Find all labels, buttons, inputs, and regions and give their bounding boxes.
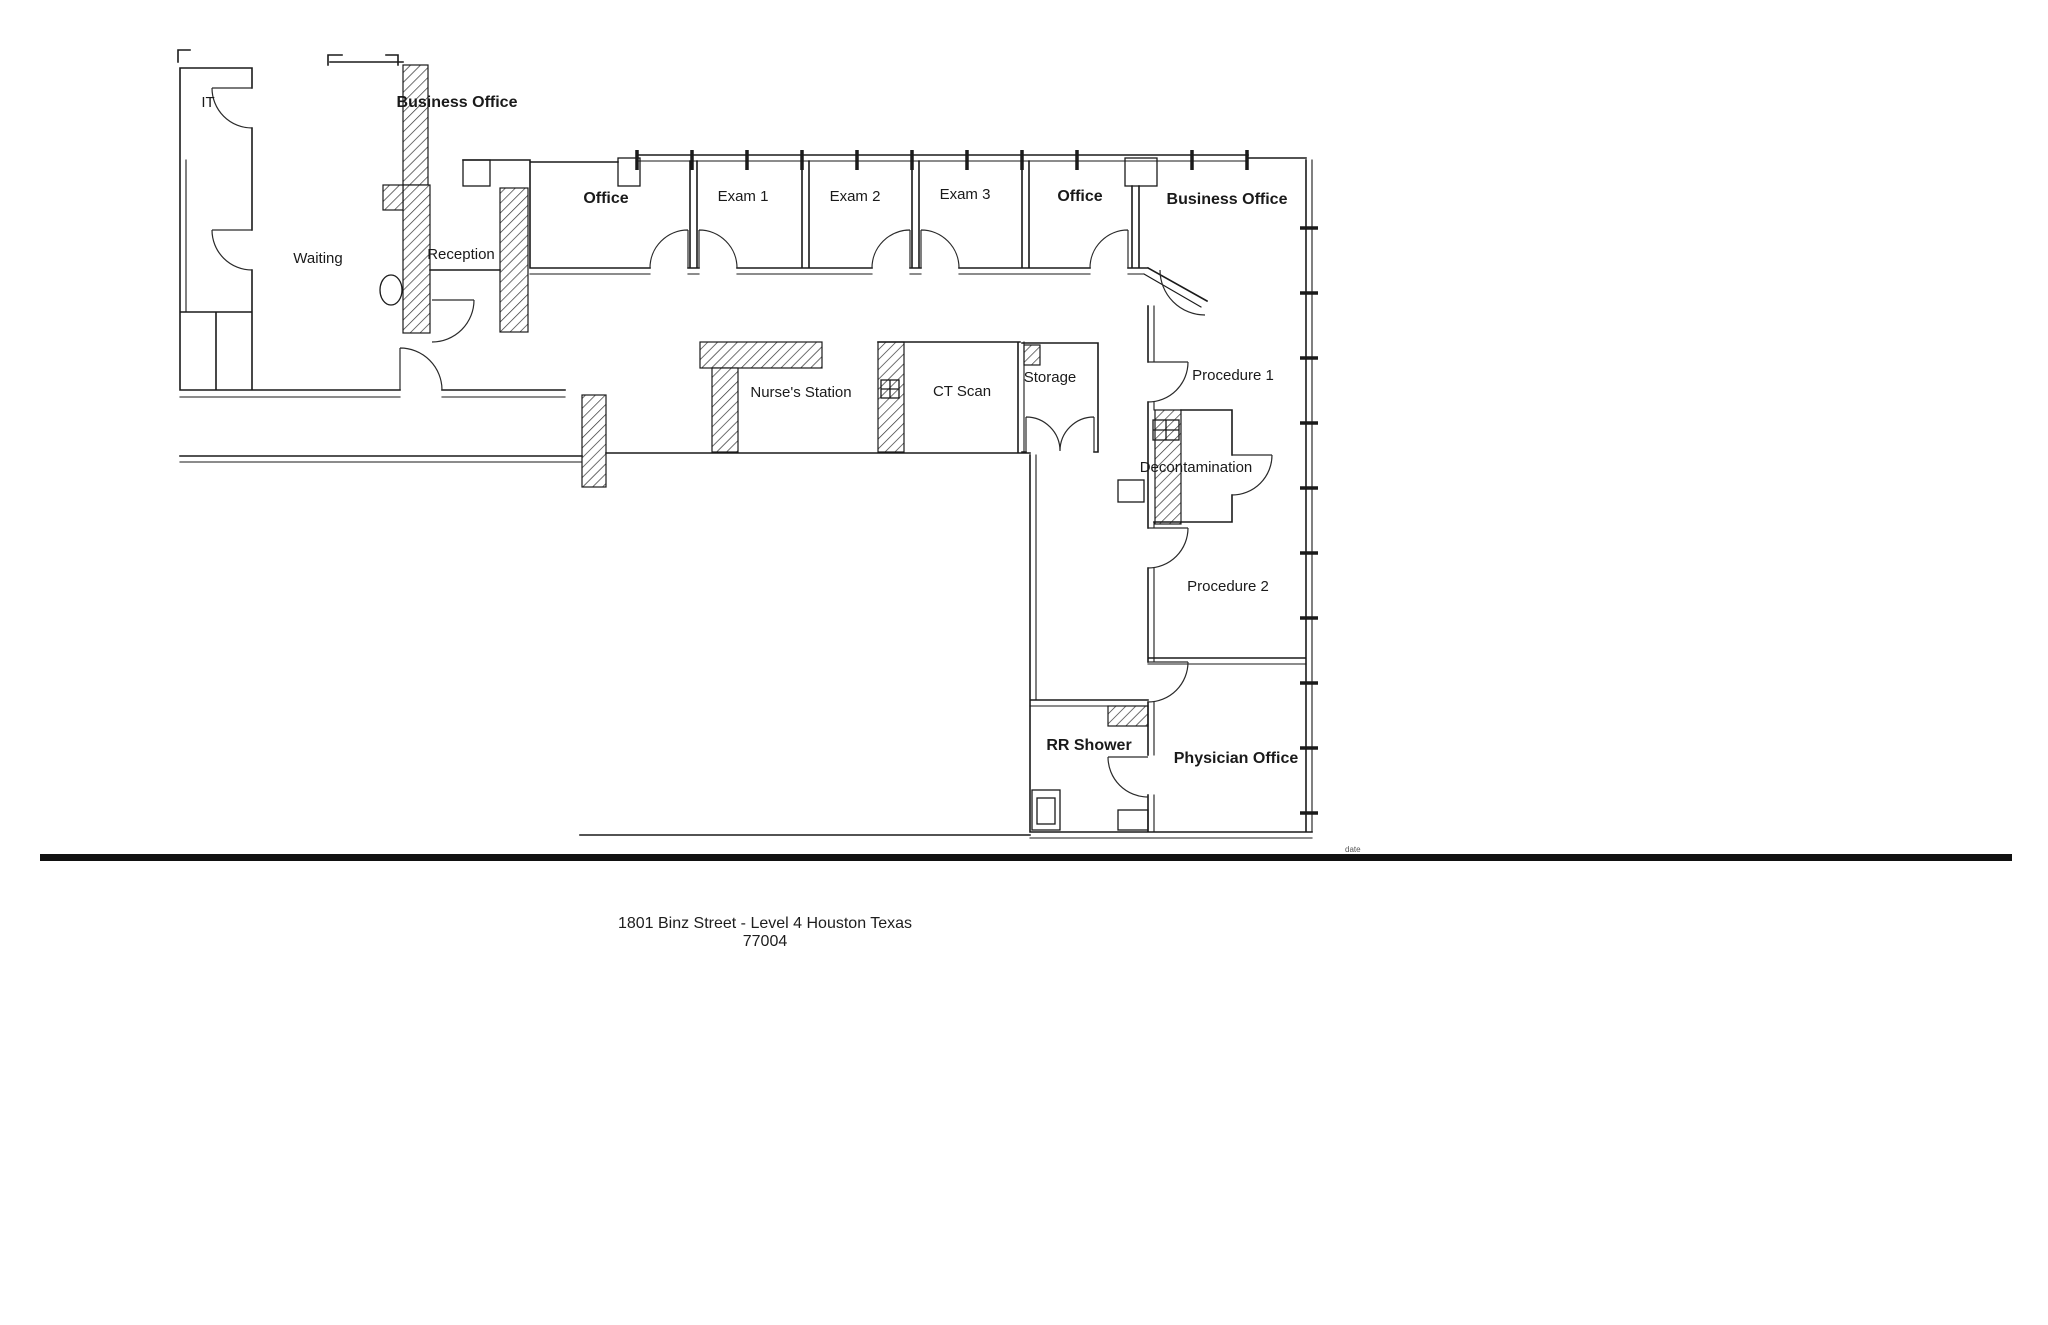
room-labels: IT Business Office Waiting Reception Off…	[201, 94, 1298, 767]
hatched-wall-rr-shower	[1107, 705, 1149, 727]
hatched-shaft-decontamination	[1154, 409, 1182, 525]
room-label-business-office-right: Business Office	[1167, 191, 1288, 208]
room-label-nurses-station: Nurse's Station	[750, 384, 851, 401]
room-label-reception: Reception	[427, 246, 495, 263]
window-mullion-office-left	[617, 157, 641, 187]
room-label-office-left: Office	[583, 190, 628, 207]
hatched-wall-reception-right	[499, 187, 529, 333]
room-label-physician-office: Physician Office	[1174, 750, 1299, 767]
fixtures	[379, 157, 1180, 831]
room-label-ct-scan: CT Scan	[933, 383, 991, 400]
footer-address: 1801 Binz Street - Level 4 Houston Texas…	[618, 915, 912, 950]
hatched-corridor-column	[581, 394, 607, 488]
toilet-tank	[1031, 789, 1061, 831]
address-line-1: 1801 Binz Street - Level 4 Houston Texas	[618, 915, 912, 932]
hatched-areas	[382, 64, 1182, 727]
address-line-2: 77004	[743, 933, 788, 950]
titleblock-rule	[40, 854, 2012, 861]
hatched-wall-reception-desk	[402, 184, 431, 334]
hatched-nurse-counter-side	[711, 367, 739, 453]
room-label-rr-shower: RR Shower	[1046, 737, 1131, 754]
sink-counter	[1117, 809, 1149, 831]
titleblock-date-label: date	[1345, 845, 1361, 854]
room-label-exam-3: Exam 3	[940, 186, 991, 203]
hatched-nurse-counter-top	[699, 341, 823, 369]
wall-niche-procedure	[1117, 479, 1145, 503]
column-ticks	[635, 150, 1318, 815]
hatched-wall-ct-scan	[877, 341, 905, 453]
hatched-wall-business-office	[402, 64, 429, 186]
room-label-it: IT	[201, 94, 214, 111]
hatched-reception-return	[382, 184, 404, 211]
mullion-ticks	[635, 150, 1318, 815]
window-mullion-reception	[462, 159, 491, 187]
equipment-cross-marks	[881, 380, 1179, 440]
room-label-procedure-1: Procedure 1	[1192, 367, 1274, 384]
toilet-bowl	[1036, 797, 1056, 825]
room-label-office-right: Office	[1057, 188, 1102, 205]
door-swings	[211, 87, 1273, 798]
walls	[177, 49, 1313, 839]
window-mullion-business-office-right	[1124, 157, 1158, 187]
room-label-storage: Storage	[1024, 369, 1077, 386]
room-label-procedure-2: Procedure 2	[1187, 578, 1269, 595]
walls-primary	[177, 49, 1313, 836]
titleblock: date	[40, 845, 2012, 861]
room-label-decontamination: Decontamination	[1140, 459, 1253, 476]
room-label-waiting: Waiting	[293, 250, 342, 267]
room-label-exam-2: Exam 2	[830, 188, 881, 205]
reception-chair	[379, 274, 403, 306]
room-label-business-office-left: Business Office	[397, 94, 518, 111]
walls-secondary	[179, 159, 1313, 839]
room-label-exam-1: Exam 1	[718, 188, 769, 205]
hatched-wall-storage	[1023, 344, 1041, 366]
door-arcs	[211, 87, 1273, 798]
